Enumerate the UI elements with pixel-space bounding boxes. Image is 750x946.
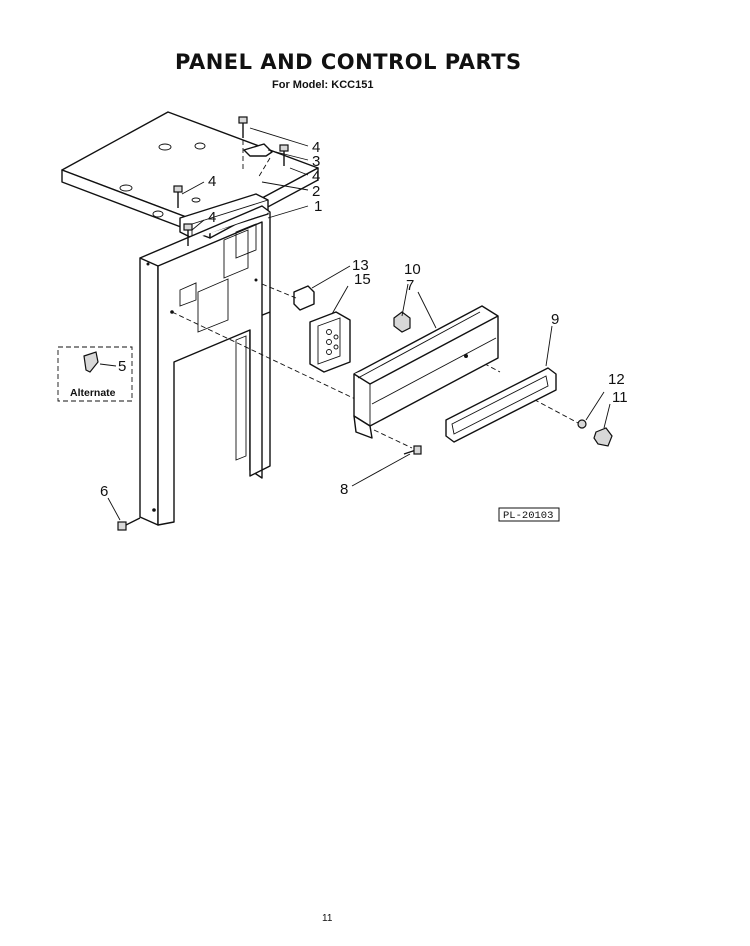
infinite-switch-15 bbox=[309, 311, 351, 373]
label-1: 1 bbox=[314, 198, 322, 215]
screw-4-left bbox=[173, 185, 183, 208]
control-frame-1 bbox=[139, 205, 271, 526]
screw-4-top bbox=[238, 116, 248, 172]
label-4: 4 bbox=[208, 209, 216, 226]
label-6: 6 bbox=[100, 483, 108, 500]
reference-code-box: PL-20103 bbox=[498, 507, 560, 522]
screw-4-right bbox=[257, 144, 289, 179]
label-13: 13 bbox=[352, 257, 369, 274]
screw-6 bbox=[117, 517, 141, 531]
trim-panel-9 bbox=[445, 367, 557, 443]
label-10: 10 bbox=[404, 261, 421, 278]
switch-13 bbox=[293, 285, 315, 311]
screw-4-lower bbox=[183, 223, 193, 246]
page-title: PANEL AND CONTROL PARTS bbox=[175, 50, 522, 74]
control-panel-7 bbox=[353, 305, 499, 439]
label-9: 9 bbox=[551, 311, 559, 328]
reference-code: PL-20103 bbox=[503, 510, 553, 522]
part-number-labels: 4 3 4 2 1 4 4 13 15 10 7 9 12 11 8 6 5 bbox=[100, 139, 628, 500]
label-4: 4 bbox=[312, 139, 320, 156]
label-3: 3 bbox=[312, 153, 320, 170]
label-7: 7 bbox=[406, 277, 414, 294]
knob-11 bbox=[593, 427, 613, 447]
label-8: 8 bbox=[340, 481, 348, 498]
label-4: 4 bbox=[312, 168, 320, 185]
knob-insert-10 bbox=[393, 311, 411, 333]
page-number: 11 bbox=[322, 913, 333, 924]
clip-3 bbox=[243, 143, 273, 157]
label-11: 11 bbox=[612, 389, 628, 406]
label-2: 2 bbox=[312, 183, 320, 200]
leader-lines bbox=[99, 127, 611, 521]
label-12: 12 bbox=[608, 371, 625, 388]
alternate-part-box: Alternate bbox=[57, 346, 133, 402]
label-15: 15 bbox=[354, 271, 371, 288]
screw-8 bbox=[403, 445, 422, 455]
label-5: 5 bbox=[118, 358, 126, 375]
label-4: 4 bbox=[208, 173, 216, 190]
alternate-label: Alternate bbox=[70, 387, 116, 399]
collar-12 bbox=[577, 419, 587, 429]
model-subtitle: For Model: KCC151 bbox=[272, 79, 374, 91]
